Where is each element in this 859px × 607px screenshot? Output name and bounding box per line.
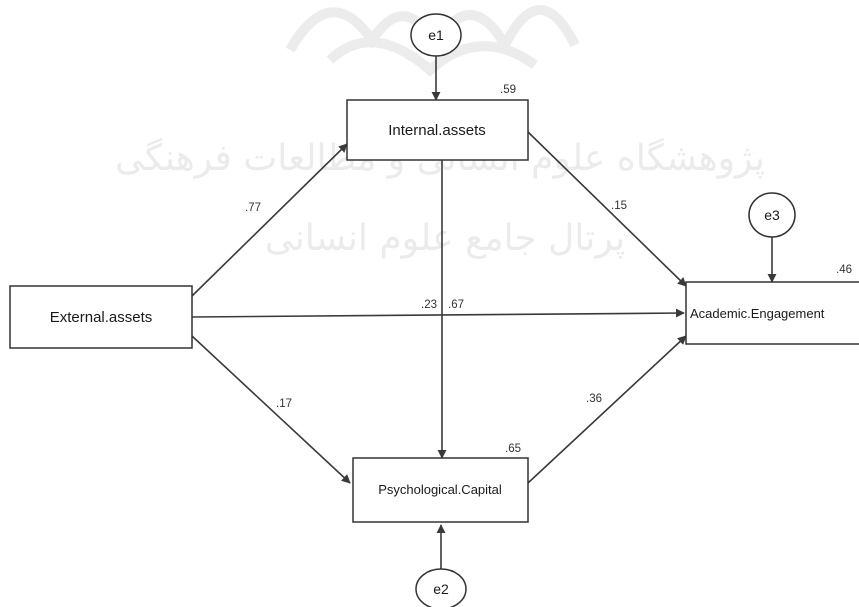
path-external-to-psych — [191, 335, 351, 484]
error-e3-circle — [748, 192, 796, 238]
coef-external-to-internal: .77 — [245, 202, 261, 214]
coef-internal-to-academic: .15 — [611, 200, 627, 212]
watermark-text-line2: پرتال جامع علوم انسانی — [265, 218, 625, 259]
node-psychological-capital-label: Psychological.Capital — [378, 482, 502, 497]
error-e3: e3 — [748, 192, 796, 238]
path-internal-to-academic — [527, 131, 687, 287]
error-e2-circle — [415, 568, 467, 607]
node-internal-assets: Internal.assets — [346, 99, 529, 161]
path-external-to-internal — [191, 143, 348, 297]
node-external-assets-label: External.assets — [50, 309, 153, 326]
error-e1-label: e1 — [428, 27, 444, 43]
error-e2-label: e2 — [433, 581, 449, 597]
node-internal-assets-label: Internal.assets — [388, 122, 486, 139]
node-external-assets: External.assets — [9, 285, 193, 349]
node-psychological-capital: Psychological.Capital — [352, 457, 529, 523]
error-e1-circle — [410, 13, 462, 57]
paths — [191, 56, 777, 570]
coef-external-to-academic: .67 — [448, 299, 464, 311]
node-psychological-capital-box — [352, 457, 529, 523]
error-e3-label: e3 — [764, 207, 780, 223]
path-psych-to-academic — [527, 335, 687, 484]
node-academic-engagement: Academic.Engagement — [685, 281, 859, 345]
r-squared-psych: .65 — [505, 443, 521, 455]
node-external-assets-box — [9, 285, 193, 349]
node-internal-assets-box — [346, 99, 529, 161]
coef-internal-to-psych: .23 — [421, 299, 437, 311]
r-squared-internal: .59 — [500, 84, 516, 96]
r-squared-academic: .46 — [836, 264, 852, 276]
node-academic-engagement-label: Academic.Engagement — [690, 306, 825, 321]
error-e2: e2 — [415, 568, 467, 607]
path-external-to-academic — [191, 308, 685, 318]
coef-psych-to-academic: .36 — [586, 393, 602, 405]
error-e1: e1 — [410, 13, 462, 57]
node-academic-engagement-box — [685, 281, 859, 345]
coef-external-to-psych: .17 — [276, 398, 292, 410]
